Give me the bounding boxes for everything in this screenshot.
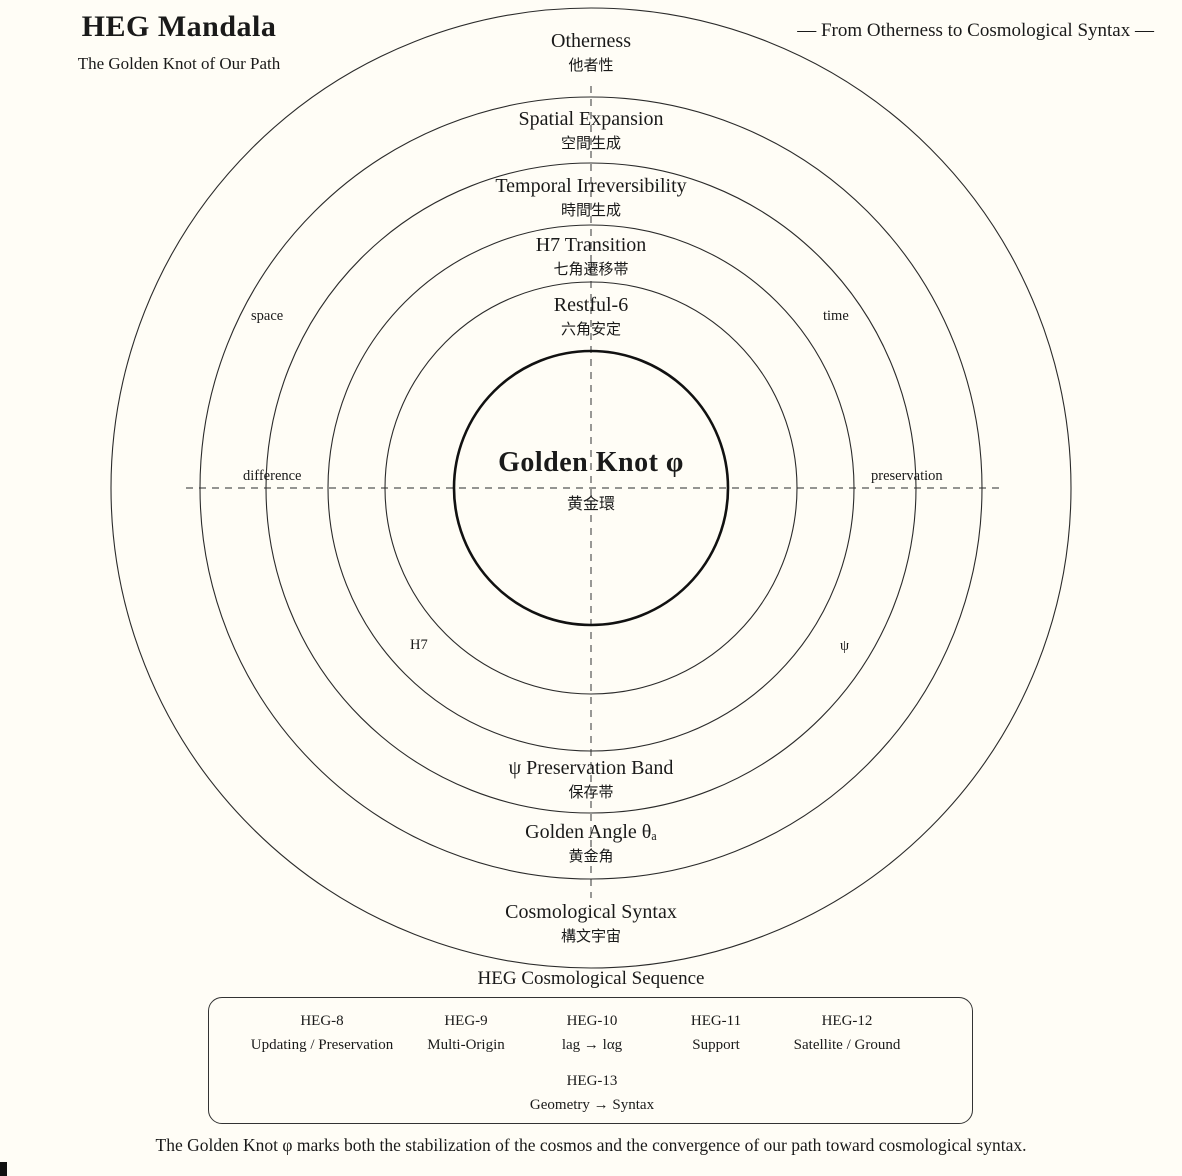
heg-item-desc: Multi-Origin — [427, 1037, 505, 1053]
ring-label-en: Spatial Expansion — [518, 108, 664, 130]
ring-label-en: ψ Preservation Band — [508, 757, 674, 779]
ring-label-h7-transition: H7 Transition 七角遷移帯 — [536, 234, 647, 280]
ring-label-cjk: 構文宇宙 — [560, 929, 622, 945]
center-label-cjk: 黄金環 — [566, 496, 615, 513]
ring-label-en: Cosmological Syntax — [505, 901, 677, 923]
heg-item-9: HEG-9 Multi-Origin — [427, 1012, 505, 1054]
edge-artifact — [0, 1162, 7, 1176]
heg-item-13: HEG-13 Geometry → Syntax — [530, 1072, 654, 1114]
axis-label-time: time — [823, 308, 849, 324]
ring-label-preservation-band: ψ Preservation Band 保存帯 — [509, 757, 674, 803]
ring-label-restful-6: Restful-6 六角安定 — [554, 294, 628, 340]
heg-item-desc: Updating / Preservation — [250, 1037, 394, 1053]
ring-label-otherness: Otherness 他者性 — [551, 30, 631, 76]
heg-item-desc: lag → lαg — [561, 1037, 623, 1053]
ring-label-cjk: 六角安定 — [560, 322, 621, 338]
heg-item-8: HEG-8 Updating / Preservation — [251, 1012, 393, 1054]
heg-item-id: HEG-13 — [566, 1073, 618, 1089]
heg-item-desc: Satellite / Ground — [793, 1037, 901, 1053]
ring-label-temporal-irreversibility: Temporal Irreversibility 時間生成 — [495, 175, 686, 221]
ring-label-en: Restful-6 — [553, 294, 629, 316]
page-subtitle: The Golden Knot of Our Path — [77, 54, 281, 73]
ring-label-spatial-expansion: Spatial Expansion 空間生成 — [519, 108, 664, 154]
ring-label-en: Otherness — [551, 30, 631, 52]
ring-circle-h7-transition — [327, 224, 855, 752]
ring-label-en: Golden Angle θₐ — [525, 821, 657, 843]
heg-item-id: HEG-9 — [444, 1013, 488, 1029]
heg-item-11: HEG-11 Support — [691, 1012, 741, 1054]
header: HEG Mandala The Golden Knot of Our Path — [60, 10, 298, 74]
heg-item-id: HEG-12 — [821, 1013, 873, 1029]
ring-label-cjk: 黄金角 — [568, 849, 614, 865]
ring-circle-otherness — [110, 7, 1072, 969]
axis-label-h7: H7 — [410, 637, 428, 653]
heg-item-desc: Geometry → Syntax — [529, 1097, 655, 1113]
ring-label-cosmological-syntax: Cosmological Syntax 構文宇宙 — [505, 901, 677, 947]
axis-label-difference: difference — [243, 468, 302, 484]
heg-item-id: HEG-11 — [690, 1013, 742, 1029]
heg-item-12: HEG-12 Satellite / Ground — [794, 1012, 901, 1054]
ring-label-cjk: 他者性 — [568, 58, 614, 74]
heg-item-desc: Support — [692, 1037, 740, 1053]
ring-label-golden-angle: Golden Angle θₐ 黄金角 — [525, 821, 657, 867]
ring-circle-spatial-expansion — [199, 96, 983, 880]
ring-label-en: H7 Transition — [535, 234, 647, 256]
sequence-heading: HEG Cosmological Sequence — [477, 968, 705, 989]
ring-circle-temporal-irreversibility — [265, 162, 917, 814]
footer-caption: The Golden Knot φ marks both the stabili… — [155, 1135, 1027, 1155]
page-title: HEG Mandala — [81, 10, 277, 43]
ring-label-en: Temporal Irreversibility — [495, 175, 687, 197]
heg-item-id: HEG-10 — [566, 1013, 618, 1029]
center-label-golden-knot: Golden Knot φ 黄金環 — [498, 448, 684, 514]
axis-label-psi: ψ — [840, 638, 850, 654]
center-label-en: Golden Knot φ — [498, 447, 684, 478]
ring-label-cjk: 空間生成 — [560, 136, 622, 152]
tagline: — From Otherness to Cosmological Syntax … — [797, 20, 1154, 41]
heg-item-id: HEG-8 — [300, 1013, 344, 1029]
heg-item-10: HEG-10 lag → lαg — [562, 1012, 622, 1054]
center-circle-golden-knot — [452, 349, 730, 627]
axis-label-space: space — [251, 308, 284, 324]
sequence-box — [208, 997, 973, 1124]
ring-label-cjk: 七角遷移帯 — [553, 262, 629, 278]
ring-label-cjk: 時間生成 — [560, 203, 621, 219]
ring-circle-restful-6 — [384, 281, 798, 695]
ring-label-cjk: 保存帯 — [568, 785, 614, 801]
axis-label-preservation: preservation — [871, 468, 943, 484]
